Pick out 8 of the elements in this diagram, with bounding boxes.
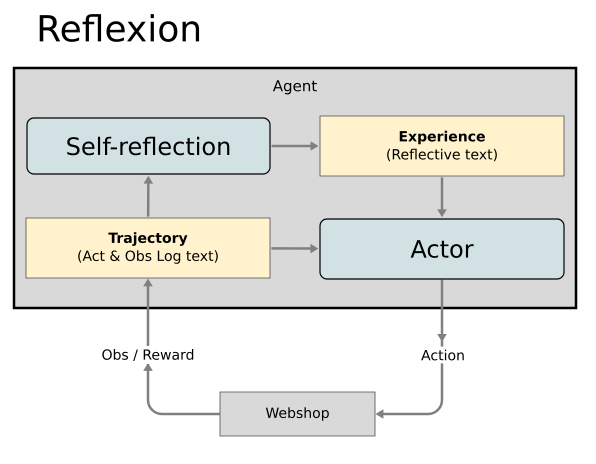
memory-box: Experience (Reflective text): [320, 116, 564, 176]
edge-label: Action: [418, 346, 468, 364]
edge-label: Obs / Reward: [98, 346, 198, 364]
environment-box: Webshop: [220, 392, 376, 436]
process-box: Actor: [319, 218, 565, 280]
title: Reflexion: [40, 14, 200, 42]
memory-box: Trajectory (Act & Obs Log text): [26, 218, 270, 278]
process-box: Self-reflection: [26, 117, 271, 175]
